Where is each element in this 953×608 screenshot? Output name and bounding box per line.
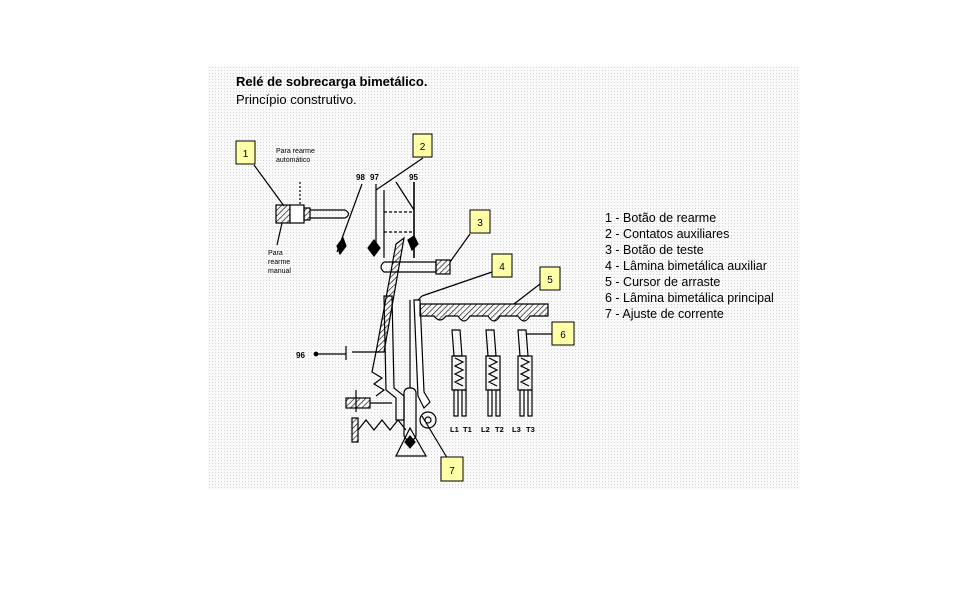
callout-3: 3 <box>469 209 491 234</box>
phase-label-l1: L1 <box>450 425 459 434</box>
terminal-97-label: 97 <box>370 173 379 182</box>
phase-label-l2: L2 <box>481 425 490 434</box>
note-manual-3: manual <box>268 268 291 275</box>
legend-item-4: 4 - Lâmina bimetálica auxiliar <box>605 259 767 273</box>
legend-item-1: 1 - Botão de rearme <box>605 211 717 225</box>
legend-list: 1 - Botão de rearme 2 - Contatos auxilia… <box>605 210 774 322</box>
callout-1: 1 <box>235 140 256 165</box>
legend-item-6: 6 - Lâmina bimetálica principal <box>605 291 774 305</box>
diagram-panel <box>208 66 800 490</box>
legend-item-7: 7 - Ajuste de corrente <box>605 307 724 321</box>
callout-4-text: 4 <box>499 262 505 273</box>
aux-bimetal-blade <box>413 271 493 410</box>
test-button-assembly <box>380 233 471 275</box>
callout-7: 7 <box>440 456 464 482</box>
callout-7-text: 7 <box>449 466 455 477</box>
callout-6: 6 <box>551 321 575 346</box>
phase-label-t2: T2 <box>495 425 504 434</box>
note-manual-1: Para <box>268 250 283 257</box>
slide-cursor <box>419 283 549 322</box>
phase-labels: L1 T1 L2 T2 L3 T3 <box>450 425 535 434</box>
terminal-96-label: 96 <box>296 351 305 360</box>
tripping-mechanism <box>313 236 437 457</box>
reset-button-assembly <box>253 164 350 246</box>
diagram-subtitle: Princípio construtivo. <box>236 92 357 107</box>
legend-item-2: 2 - Contatos auxiliares <box>605 227 730 241</box>
callout-5-text: 5 <box>547 275 553 286</box>
callout-1-text: 1 <box>243 149 249 160</box>
note-auto-2: automático <box>276 157 310 164</box>
main-bimetal-blades <box>421 329 552 467</box>
callout-3-text: 3 <box>477 218 483 229</box>
callout-2-text: 2 <box>420 142 426 153</box>
callout-4: 4 <box>491 253 513 278</box>
callout-5: 5 <box>539 266 561 291</box>
terminal-95-label: 95 <box>409 173 418 182</box>
diagram-title: Relé de sobrecarga bimetálico. <box>236 74 428 89</box>
callout-6-text: 6 <box>560 330 566 341</box>
legend-item-3: 3 - Botão de teste <box>605 243 704 257</box>
terminal-98-label: 98 <box>356 173 365 182</box>
auxiliary-contacts <box>336 157 424 258</box>
phase-label-t3: T3 <box>526 425 535 434</box>
callout-2: 2 <box>412 133 433 158</box>
note-auto-1: Para rearme <box>276 148 315 155</box>
note-manual-2: rearme <box>268 259 290 266</box>
legend-item-5: 5 - Cursor de arraste <box>605 275 721 289</box>
phase-label-l3: L3 <box>512 425 521 434</box>
phase-label-t1: T1 <box>463 425 472 434</box>
